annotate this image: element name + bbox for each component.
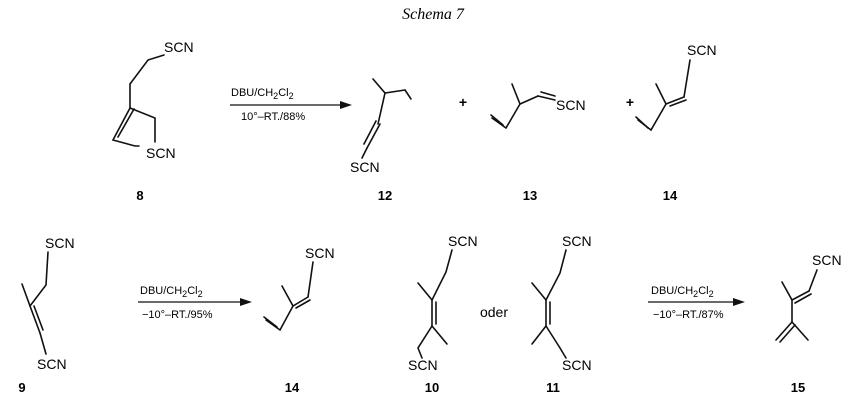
scn-label: SCN <box>350 159 380 175</box>
conditions-label: 10°–RT./88% <box>241 111 305 123</box>
oder-label: oder <box>480 304 508 320</box>
scn-label: SCN <box>687 42 717 58</box>
compound-number: 9 <box>18 380 25 395</box>
conditions-label: −10°–RT./95% <box>142 309 213 321</box>
scn-label: SCN <box>146 145 176 161</box>
compound-10-structure: SCN SCN <box>408 233 478 373</box>
compound-11-structure: SCN SCN <box>531 233 592 373</box>
compound-number: 11 <box>546 380 560 395</box>
compound-9-structure: SCN SCN <box>21 235 75 372</box>
reaction-arrow: DBU/CH2Cl2 −10°–RT./87% <box>648 285 745 321</box>
compound-number: 12 <box>378 188 392 203</box>
compound-number: 15 <box>791 380 805 395</box>
compound-14-structure: SCN <box>263 245 335 332</box>
compound-number: 13 <box>523 188 537 203</box>
scn-label: SCN <box>164 39 194 55</box>
scn-label: SCN <box>562 233 592 249</box>
compound-number: 8 <box>136 188 143 203</box>
reaction-arrow: DBU/CH2Cl2 10°–RT./88% <box>230 87 352 123</box>
compound-15-structure: SCN <box>775 252 842 343</box>
scheme-title: Schema 7 <box>402 6 465 23</box>
compound-number: 14 <box>285 380 300 395</box>
scn-label: SCN <box>562 357 592 373</box>
compound-13-structure: SCN <box>490 83 586 130</box>
reagent-label: DBU/CH2Cl2 <box>651 285 714 299</box>
compound-number: 14 <box>663 188 678 203</box>
plus-sign: + <box>626 94 634 110</box>
scn-label: SCN <box>812 252 842 268</box>
scn-label: SCN <box>448 233 478 249</box>
scn-label: SCN <box>305 245 335 261</box>
scn-label: SCN <box>408 357 438 373</box>
compound-12-structure: SCN <box>350 78 412 175</box>
compound-8-structure: SCN SCN <box>111 39 194 161</box>
conditions-label: −10°–RT./87% <box>653 309 724 321</box>
reaction-arrow: DBU/CH2Cl2 −10°–RT./95% <box>138 285 252 321</box>
plus-sign: + <box>459 94 467 110</box>
scn-label: SCN <box>37 356 67 372</box>
compound-14-structure: SCN <box>635 42 717 132</box>
reagent-label: DBU/CH2Cl2 <box>140 285 203 299</box>
compound-number: 10 <box>425 380 439 395</box>
scn-label: SCN <box>556 97 586 113</box>
scn-label: SCN <box>45 235 75 251</box>
reagent-label: DBU/CH2Cl2 <box>231 87 294 101</box>
